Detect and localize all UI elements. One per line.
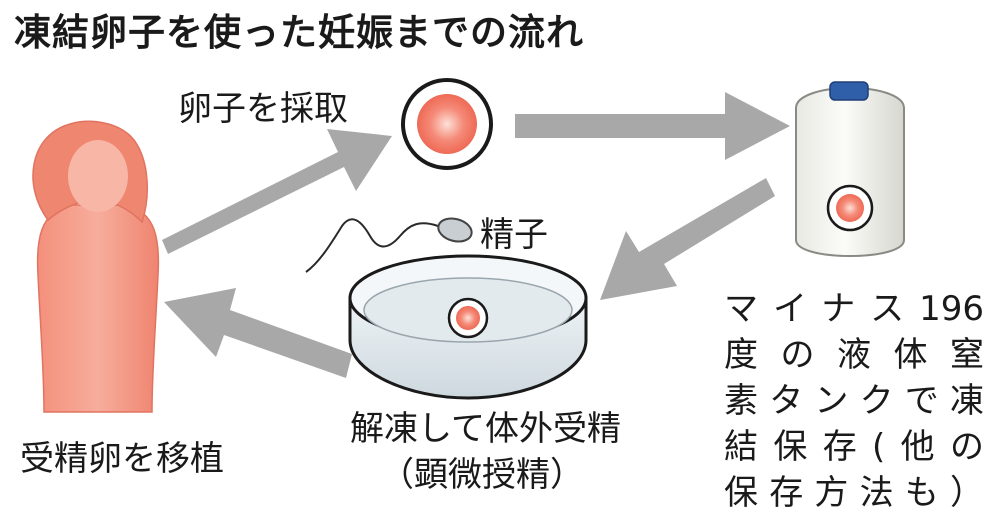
storage-line: 結保存(他の (724, 427, 984, 467)
label-egg-retrieval: 卵子を採取 (178, 89, 348, 129)
storage-line: 素タンクで凍 (724, 381, 984, 421)
label-microinsemination: （顕微授精） (380, 455, 584, 495)
nitrogen-tank-icon (795, 81, 905, 258)
arrows (162, 92, 790, 378)
storage-line: 保存方法も） (724, 473, 984, 513)
label-storage: マイナス196 度の液体窒 素タンクで凍 結保存(他の 保存方法も） (724, 286, 984, 516)
label-embryo-transfer: 受精卵を移植 (20, 439, 224, 479)
arrow-tank-to-dish (600, 178, 775, 300)
arrow-woman-to-egg (162, 129, 392, 254)
label-thaw-fertilize: 解凍して体外受精 (350, 409, 621, 449)
label-sperm: 精子 (480, 215, 548, 255)
diagram-title: 凍結卵子を使った妊娠までの流れ (14, 11, 584, 54)
petri-dish-icon (348, 254, 588, 400)
arrow-egg-to-tank (515, 92, 790, 160)
tank-cap (829, 81, 869, 101)
woman-icon (32, 120, 160, 413)
arrow-dish-to-woman (164, 288, 352, 378)
egg-icon (401, 78, 493, 170)
sperm-icon (305, 217, 473, 273)
storage-line: 度の液体窒 (724, 335, 984, 375)
storage-line: マイナス196 (724, 289, 984, 329)
